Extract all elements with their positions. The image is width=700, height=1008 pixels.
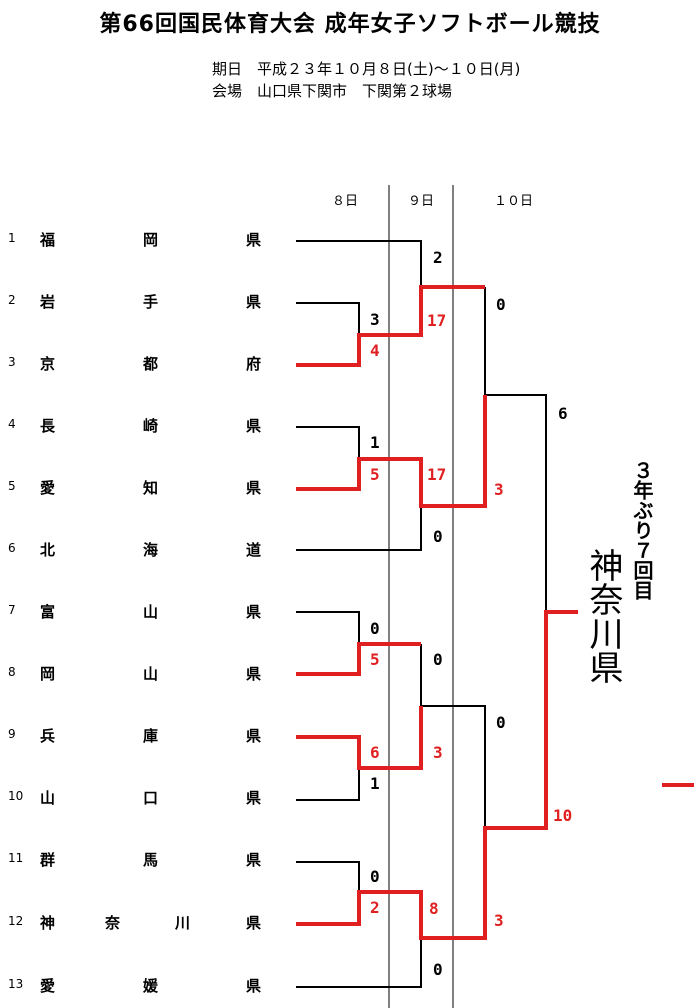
page-title: 第66回国民体育大会 成年女子ソフトボール競技 — [99, 12, 601, 37]
team-number: 6 — [8, 541, 16, 555]
score-okayama-r2: 0 — [433, 650, 443, 669]
score-fukuoka: 2 — [433, 248, 443, 267]
team-name-char: 県 — [246, 417, 262, 435]
score-kanagawa-r2: 8 — [429, 899, 439, 918]
team-name-char: 川 — [175, 914, 191, 932]
event-venue: 会場 山口県下関市 下関第２球場 — [212, 82, 453, 100]
team-name-char: 県 — [246, 665, 262, 683]
team-name-char: 道 — [246, 541, 262, 559]
score-gunma: 0 — [370, 867, 380, 886]
team-number: 1 — [8, 231, 16, 245]
score-toyama: 0 — [370, 619, 380, 638]
team-name-char: 県 — [246, 914, 262, 932]
team-name-char: 都 — [143, 355, 159, 373]
team-name-char: 県 — [246, 977, 262, 995]
score-aichi-qf: 3 — [494, 480, 504, 499]
team-number: 7 — [8, 603, 16, 617]
team-number: 10 — [8, 789, 24, 803]
score-aichi: 5 — [370, 465, 380, 484]
team-name-char: 県 — [246, 789, 262, 807]
score-okayama: 5 — [370, 650, 380, 669]
team-name-char: 媛 — [143, 977, 159, 995]
team-number: 11 — [8, 851, 24, 865]
score-hyogo: 6 — [370, 743, 380, 762]
team-number: 9 — [8, 727, 16, 741]
day-label-8: ８日 — [332, 194, 359, 209]
team-number: 4 — [8, 417, 16, 431]
score-nagasaki: 1 — [370, 433, 380, 452]
score-hokkaido: 0 — [433, 527, 443, 546]
bracket-lines-black — [296, 240, 547, 988]
team-name-char: 手 — [143, 293, 159, 311]
team-number: 5 — [8, 479, 16, 493]
score-kanagawa-final: 10 — [553, 806, 573, 825]
team-name-char: 奈 — [105, 914, 121, 932]
score-kanagawa-qf: 3 — [494, 911, 504, 930]
team-name-char: 庫 — [143, 727, 159, 745]
event-period: 期日 平成２３年１０月８日(土)～１０日(月) — [212, 60, 521, 78]
team-number: 8 — [8, 665, 16, 679]
score-iwate: 3 — [370, 310, 380, 329]
day-label-10: １０日 — [494, 194, 534, 209]
team-name-char: 県 — [246, 479, 262, 497]
team-name-char: 海 — [143, 541, 159, 559]
team-name-char: 富 — [40, 603, 56, 621]
team-name-char: 県 — [246, 231, 262, 249]
team-name-char: 神 — [40, 914, 56, 932]
team-name-char: 岡 — [40, 665, 56, 683]
score-yamaguchi: 1 — [370, 774, 380, 793]
team-name-char: 馬 — [143, 851, 159, 869]
score-ehime: 0 — [433, 960, 443, 979]
team-name-char: 府 — [246, 355, 262, 373]
team-name-char: 口 — [143, 789, 159, 807]
day-label-9: ９日 — [408, 194, 435, 209]
team-name-char: 県 — [246, 851, 262, 869]
score-aichi-final: 6 — [558, 404, 568, 423]
team-name-char: 県 — [246, 727, 262, 745]
team-name-char: 兵 — [40, 727, 56, 745]
score-aichi-r2: 17 — [427, 465, 447, 484]
team-name-char: 群 — [40, 851, 56, 869]
team-name-char: 北 — [40, 541, 56, 559]
score-kyoto-qf: 0 — [496, 295, 506, 314]
score-hyogo-qf: 0 — [496, 713, 506, 732]
team-name-char: 崎 — [143, 417, 159, 435]
team-name-char: 山 — [40, 789, 56, 807]
team-number: 2 — [8, 293, 16, 307]
team-number: 12 — [8, 914, 24, 928]
champion-note: ３年ぶり７回目 — [630, 460, 654, 600]
team-name-char: 愛 — [40, 977, 56, 995]
score-kanagawa-r1: 2 — [370, 898, 380, 917]
team-number: 13 — [8, 977, 24, 991]
team-name-char: 知 — [143, 479, 159, 497]
team-name-char: 福 — [40, 231, 56, 249]
team-name-char: 県 — [246, 603, 262, 621]
champion-name: 神奈川県 — [583, 548, 623, 684]
bracket-lines-red — [296, 285, 578, 940]
team-number: 3 — [8, 355, 16, 369]
team-name-char: 岡 — [143, 231, 159, 249]
score-kyoto: 4 — [370, 341, 380, 360]
team-name-char: 山 — [143, 665, 159, 683]
score-hyogo-r2: 3 — [433, 743, 443, 762]
score-kyoto-r2: 17 — [427, 311, 447, 330]
team-name-char: 長 — [40, 417, 56, 435]
team-name-char: 愛 — [40, 479, 56, 497]
team-name-char: 県 — [246, 293, 262, 311]
team-name-char: 岩 — [40, 293, 56, 311]
team-name-char: 山 — [143, 603, 159, 621]
team-name-char: 京 — [40, 355, 56, 373]
